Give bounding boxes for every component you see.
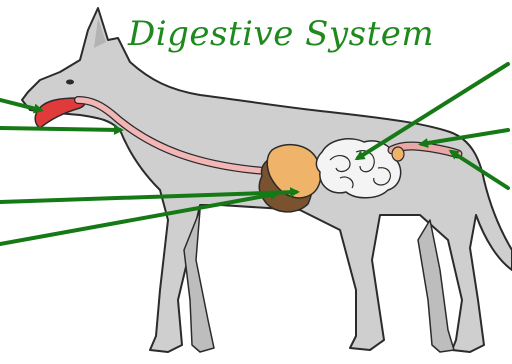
page-title: Digestive System — [128, 4, 468, 64]
small-intestine — [316, 139, 400, 198]
cecum — [392, 147, 404, 161]
dog-far-legs — [184, 210, 454, 352]
dog-eye — [66, 80, 74, 85]
pointer-esophagus — [0, 128, 120, 130]
